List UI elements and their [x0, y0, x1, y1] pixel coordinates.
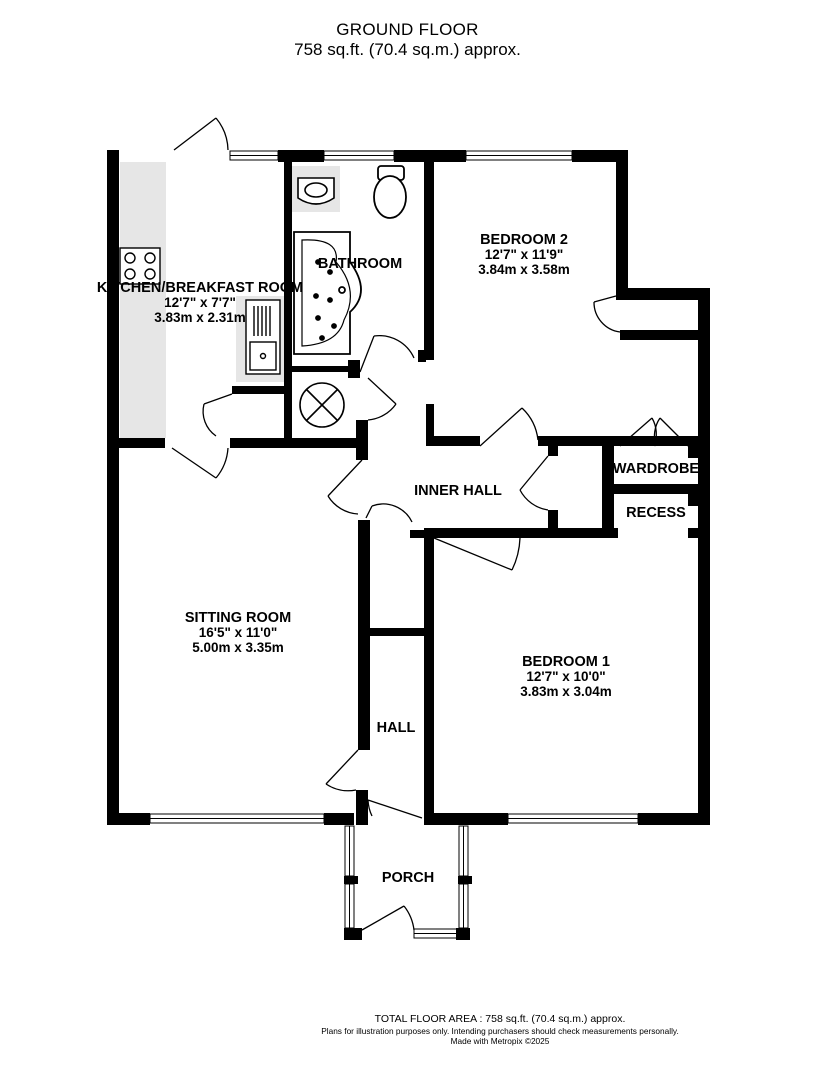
kitchen-metric: 3.83m x 2.31m — [154, 310, 246, 325]
bedroom1-imperial: 12'7" x 10'0" — [526, 669, 605, 684]
walls — [107, 150, 710, 940]
door-swings — [171, 117, 689, 931]
toilet-icon — [373, 165, 407, 219]
kitchen-worktop — [120, 162, 166, 438]
disclaimer: Plans for illustration purposes only. In… — [321, 1026, 679, 1036]
floor-title: GROUND FLOOR — [336, 20, 479, 39]
washbasin-icon — [297, 177, 335, 205]
inner-hall-name: INNER HALL — [414, 483, 502, 499]
plan-header: GROUND FLOOR 758 sq.ft. (70.4 sq.m.) app… — [0, 20, 815, 60]
hob-icon — [119, 247, 161, 285]
floor-area: 758 sq.ft. (70.4 sq.m.) approx. — [294, 40, 521, 59]
kitchen-imperial: 12'7" x 7'7" — [164, 295, 236, 310]
bedroom2-imperial: 12'7" x 11'9" — [485, 247, 564, 262]
wardrobe-name: WARDROBE — [613, 461, 700, 477]
sink-icon — [245, 299, 281, 375]
sitting-room-name: SITTING ROOM — [185, 610, 291, 626]
porch-name: PORCH — [382, 870, 434, 886]
bath-icon — [293, 231, 362, 355]
recess-name: RECESS — [626, 505, 686, 521]
metropix-credit: Made with Metropix ©2025 — [450, 1036, 550, 1046]
bedroom2-name: BEDROOM 2 — [480, 232, 568, 248]
sitting-room-imperial: 16'5" x 11'0" — [199, 625, 278, 640]
bedroom2-metric: 3.84m x 3.58m — [478, 262, 570, 277]
total-floor-area: TOTAL FLOOR AREA : 758 sq.ft. (70.4 sq.m… — [374, 1013, 626, 1025]
bedroom1-metric: 3.83m x 3.04m — [520, 684, 612, 699]
hall-name: HALL — [377, 720, 416, 736]
bedroom1-name: BEDROOM 1 — [522, 654, 610, 670]
windows — [149, 150, 639, 939]
plan-footer: TOTAL FLOOR AREA : 758 sq.ft. (70.4 sq.m… — [300, 1012, 700, 1046]
bathroom-name: BATHROOM — [318, 256, 402, 272]
kitchen-name: KITCHEN/BREAKFAST ROOM — [97, 280, 303, 296]
cylinder-icon — [299, 382, 345, 428]
sitting-room-metric: 5.00m x 3.35m — [192, 640, 284, 655]
